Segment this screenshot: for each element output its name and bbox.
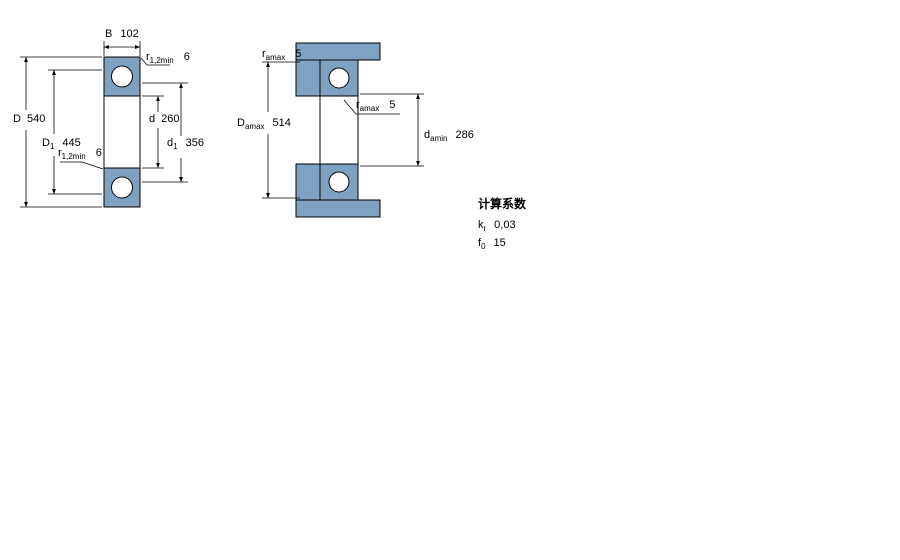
ball-top	[111, 65, 133, 88]
leader-line-r12-top	[140, 57, 170, 66]
ball-bottom	[111, 176, 133, 199]
shaft-shoulder-bottom	[295, 199, 381, 218]
abutment-side-upper	[295, 59, 321, 97]
leader-line-ramax-mid	[343, 99, 400, 115]
mounted-ball-bottom	[328, 171, 350, 193]
housing-shoulder-top	[295, 42, 381, 61]
factors-heading: 计算系数	[478, 196, 527, 211]
bore-section	[103, 95, 141, 169]
mounted-ball-top	[328, 67, 350, 89]
leader-line-r12-bottom	[60, 161, 104, 170]
abutment-side-lower	[295, 163, 321, 201]
mounted-bore-section	[319, 95, 359, 165]
